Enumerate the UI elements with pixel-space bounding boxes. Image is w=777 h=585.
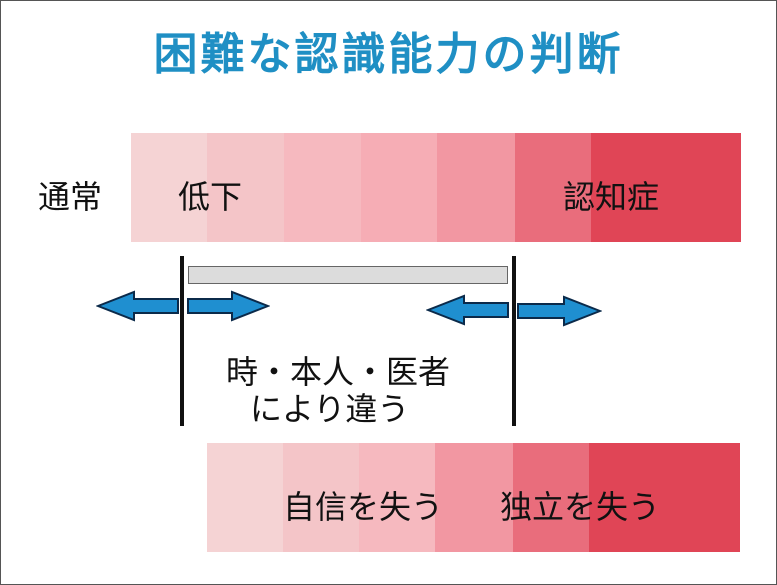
top-band-segment-7: [591, 133, 741, 242]
left-boundary-line: [180, 256, 184, 426]
left-arrow-outer-icon: [96, 290, 179, 322]
top-band-segment-4: [361, 133, 437, 242]
top-band-segment-1: [131, 133, 207, 242]
page-title: 困難な認識能力の判断: [153, 29, 624, 80]
top-band: [131, 133, 741, 242]
label-decline: 低下: [178, 178, 243, 216]
bottom-band-segment-6: [589, 443, 740, 552]
label-normal: 通常: [38, 178, 103, 216]
note-line-2: により違う: [250, 390, 410, 428]
left-arrow-inner-right-icon: [426, 294, 509, 326]
bottom-band: [207, 443, 740, 552]
right-arrow-outer-icon: [517, 295, 602, 327]
top-band-segment-5: [437, 133, 515, 242]
bottom-band-segment-3: [359, 443, 435, 552]
top-band-segment-6: [515, 133, 591, 242]
top-band-segment-2: [207, 133, 284, 242]
label-lose-confidence: 自信を失う: [283, 488, 444, 526]
bottom-band-segment-2: [283, 443, 359, 552]
label-lose-independence: 独立を失う: [500, 488, 661, 526]
label-dementia: 認知症: [563, 178, 660, 216]
note-line-1: 時・本人・医者: [226, 353, 451, 391]
bottom-band-segment-4: [435, 443, 513, 552]
bottom-band-segment-5: [513, 443, 589, 552]
top-band-segment-3: [284, 133, 361, 242]
right-arrow-inner-left-icon: [187, 290, 270, 322]
range-bar: [188, 266, 508, 284]
bottom-band-segment-1: [207, 443, 283, 552]
right-boundary-line: [512, 256, 516, 426]
